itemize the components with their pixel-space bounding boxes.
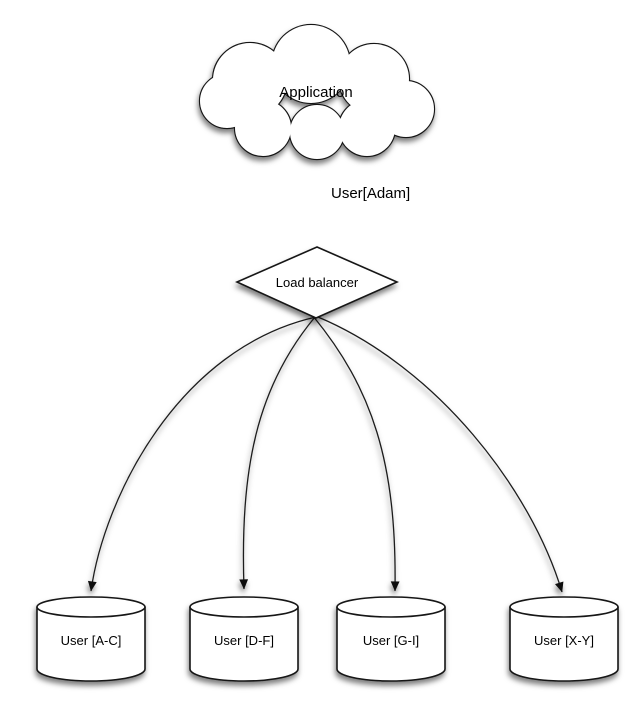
cylinder-top (36, 596, 146, 618)
shard-label: User [X-Y] (534, 633, 594, 648)
cylinder-top (509, 596, 619, 618)
shard-label: User [D-F] (214, 633, 274, 648)
cylinder-top (189, 596, 299, 618)
shard-label: User [G-I] (363, 633, 419, 648)
shard-edges (87, 315, 564, 593)
cylinder-body (36, 607, 146, 682)
cylinder-body (509, 607, 619, 682)
shard-cylinder-1: User [A-C] (36, 596, 146, 682)
application-label: Application (279, 84, 352, 101)
cylinder-top (336, 596, 446, 618)
edge-to-shard-3 (312, 315, 400, 592)
edge-to-shard-4 (317, 316, 564, 593)
edge-to-shard-1 (87, 316, 317, 592)
request-arrow-label: User[Adam] (331, 185, 410, 202)
cloud-shape-fill (200, 25, 434, 159)
cylinder-body (189, 607, 299, 682)
load-balancer-label: Load balancer (276, 275, 359, 290)
shard-cylinder-3: User [G-I] (336, 596, 446, 682)
edge-to-shard-2 (239, 316, 316, 590)
load-balancer-shape (235, 246, 399, 319)
shard-cylinder-2: User [D-F] (189, 596, 299, 682)
shard-cylinder-4: User [X-Y] (509, 596, 619, 682)
load-balancer-diamond: Load balancer (235, 246, 399, 319)
cylinder-body (336, 607, 446, 682)
application-cloud: Application (198, 23, 436, 161)
shard-label: User [A-C] (61, 633, 122, 648)
